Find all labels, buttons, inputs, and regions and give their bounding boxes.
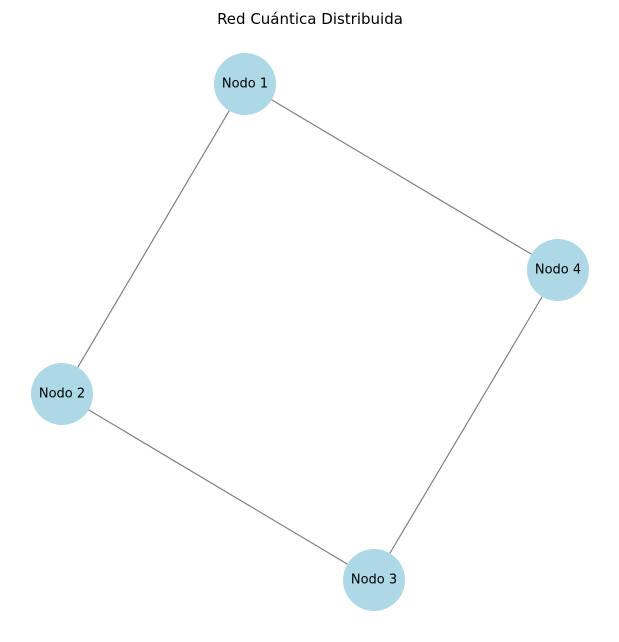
nodes-layer: Nodo 1 Nodo 2 Nodo 3 Nodo 4 — [31, 53, 589, 611]
node-4-circle — [527, 239, 589, 301]
node-2: Nodo 2 — [31, 363, 93, 425]
node-4: Nodo 4 — [527, 239, 589, 301]
node-3: Nodo 3 — [343, 549, 405, 611]
edges-layer — [61, 83, 559, 581]
node-3-label: Nodo 3 — [351, 573, 397, 588]
edge-2-3 — [61, 393, 375, 581]
node-1-label: Nodo 1 — [222, 77, 268, 92]
node-3-circle — [343, 549, 405, 611]
edge-3-4 — [373, 269, 559, 581]
diagram-title: Red Cuántica Distribuida — [217, 10, 403, 28]
node-2-circle — [31, 363, 93, 425]
node-2-label: Nodo 2 — [39, 387, 85, 402]
node-1: Nodo 1 — [214, 53, 276, 115]
edge-1-2 — [61, 83, 246, 395]
node-4-label: Nodo 4 — [535, 263, 581, 278]
node-1-circle — [214, 53, 276, 115]
edge-4-1 — [244, 83, 559, 271]
